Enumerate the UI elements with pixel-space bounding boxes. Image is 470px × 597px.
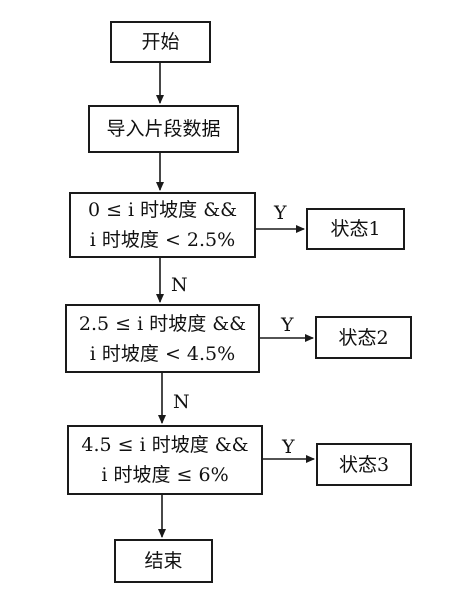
no-label-1: N	[171, 274, 188, 296]
no-label-2: N	[173, 391, 190, 413]
import-data-node: 导入片段数据	[88, 105, 239, 153]
state-node-3: 状态3	[316, 443, 412, 486]
condition-node-3: 4.5 ≤ i 时坡度 && i 时坡度 ≤ 6%	[67, 425, 263, 495]
condition-1-line-1: 0 ≤ i 时坡度 &&	[87, 199, 238, 221]
condition-node-2: 2.5 ≤ i 时坡度 && i 时坡度 < 4.5%	[65, 304, 260, 373]
condition-3-line-2: i 时坡度 ≤ 6%	[101, 464, 229, 486]
yes-label-2: Y	[281, 314, 294, 336]
state-2-label: 状态2	[338, 326, 389, 349]
start-node: 开始	[110, 21, 211, 63]
condition-3-line-1: 4.5 ≤ i 时坡度 &&	[81, 434, 249, 456]
condition-node-1: 0 ≤ i 时坡度 && i 时坡度 < 2.5%	[69, 192, 256, 258]
condition-1-line-2: i 时坡度 < 2.5%	[89, 229, 236, 251]
state-3-label: 状态3	[338, 453, 390, 476]
end-node: 结束	[114, 539, 213, 583]
state-1-label: 状态1	[330, 218, 381, 240]
start-label: 开始	[141, 31, 180, 53]
state-node-2: 状态2	[315, 316, 412, 359]
condition-2-line-2: i 时坡度 < 4.5%	[89, 342, 236, 365]
end-label: 结束	[144, 550, 183, 572]
import-data-label: 导入片段数据	[106, 118, 221, 140]
state-node-1: 状态1	[306, 208, 405, 250]
yes-label-1: Y	[274, 202, 287, 224]
yes-label-3: Y	[282, 436, 295, 458]
condition-2-line-1: 2.5 ≤ i 时坡度 &&	[78, 312, 247, 335]
